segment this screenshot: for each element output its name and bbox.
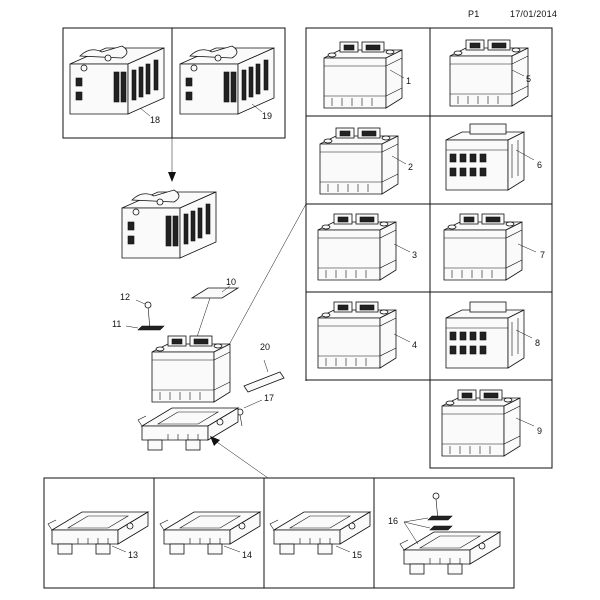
callout-9: 9 <box>537 426 542 436</box>
main-battery <box>151 335 231 403</box>
callout-1: 1 <box>406 76 411 86</box>
callout-17: 17 <box>264 393 274 403</box>
callout-10: 10 <box>226 277 236 287</box>
battery-variant-7 <box>443 213 523 281</box>
tray-variant-13 <box>47 511 149 555</box>
battery-variant-6 <box>445 123 525 191</box>
tray-variants-frame <box>43 477 515 589</box>
battery-variant-4 <box>317 301 397 369</box>
issue-date: 17/01/2014 <box>510 9 558 19</box>
battery-variant-3 <box>317 213 397 281</box>
page-id: P1 <box>468 9 480 19</box>
battery-variant-1 <box>323 41 403 109</box>
assembled-cover-battery <box>121 189 217 259</box>
callout-14: 14 <box>242 550 252 560</box>
part-20-rod <box>243 371 285 393</box>
battery-variant-2 <box>319 127 399 195</box>
battery-cover-variant-19 <box>179 45 275 115</box>
callout-8: 8 <box>535 338 540 348</box>
battery-variant-8 <box>445 301 525 369</box>
main-battery-tray <box>137 407 239 451</box>
tray-variant-14 <box>159 511 261 555</box>
battery-cover-variant-18 <box>69 45 165 115</box>
tray-variant-16 <box>399 531 501 575</box>
callout-19: 19 <box>262 111 272 121</box>
part-11-clamp <box>137 325 165 331</box>
callout-5: 5 <box>526 74 531 84</box>
callout-16: 16 <box>388 516 398 526</box>
callout-6: 6 <box>537 160 542 170</box>
callout-11: 11 <box>112 319 121 329</box>
cover-variants-frame <box>62 27 286 139</box>
callout-15: 15 <box>352 550 362 560</box>
callout-18: 18 <box>150 115 160 125</box>
tray-variant-15 <box>269 511 371 555</box>
battery-variant-5 <box>449 39 529 107</box>
callout-12: 12 <box>120 292 130 302</box>
part-10-pad <box>190 287 240 299</box>
callout-13: 13 <box>128 550 138 560</box>
callout-20: 20 <box>260 342 270 352</box>
callout-7: 7 <box>540 250 545 260</box>
callout-2: 2 <box>408 162 413 172</box>
callout-3: 3 <box>412 250 417 260</box>
part-16-bolt <box>432 492 440 500</box>
part-16-clamp <box>427 515 453 521</box>
callout-4: 4 <box>412 340 417 350</box>
battery-variant-9 <box>441 389 521 457</box>
